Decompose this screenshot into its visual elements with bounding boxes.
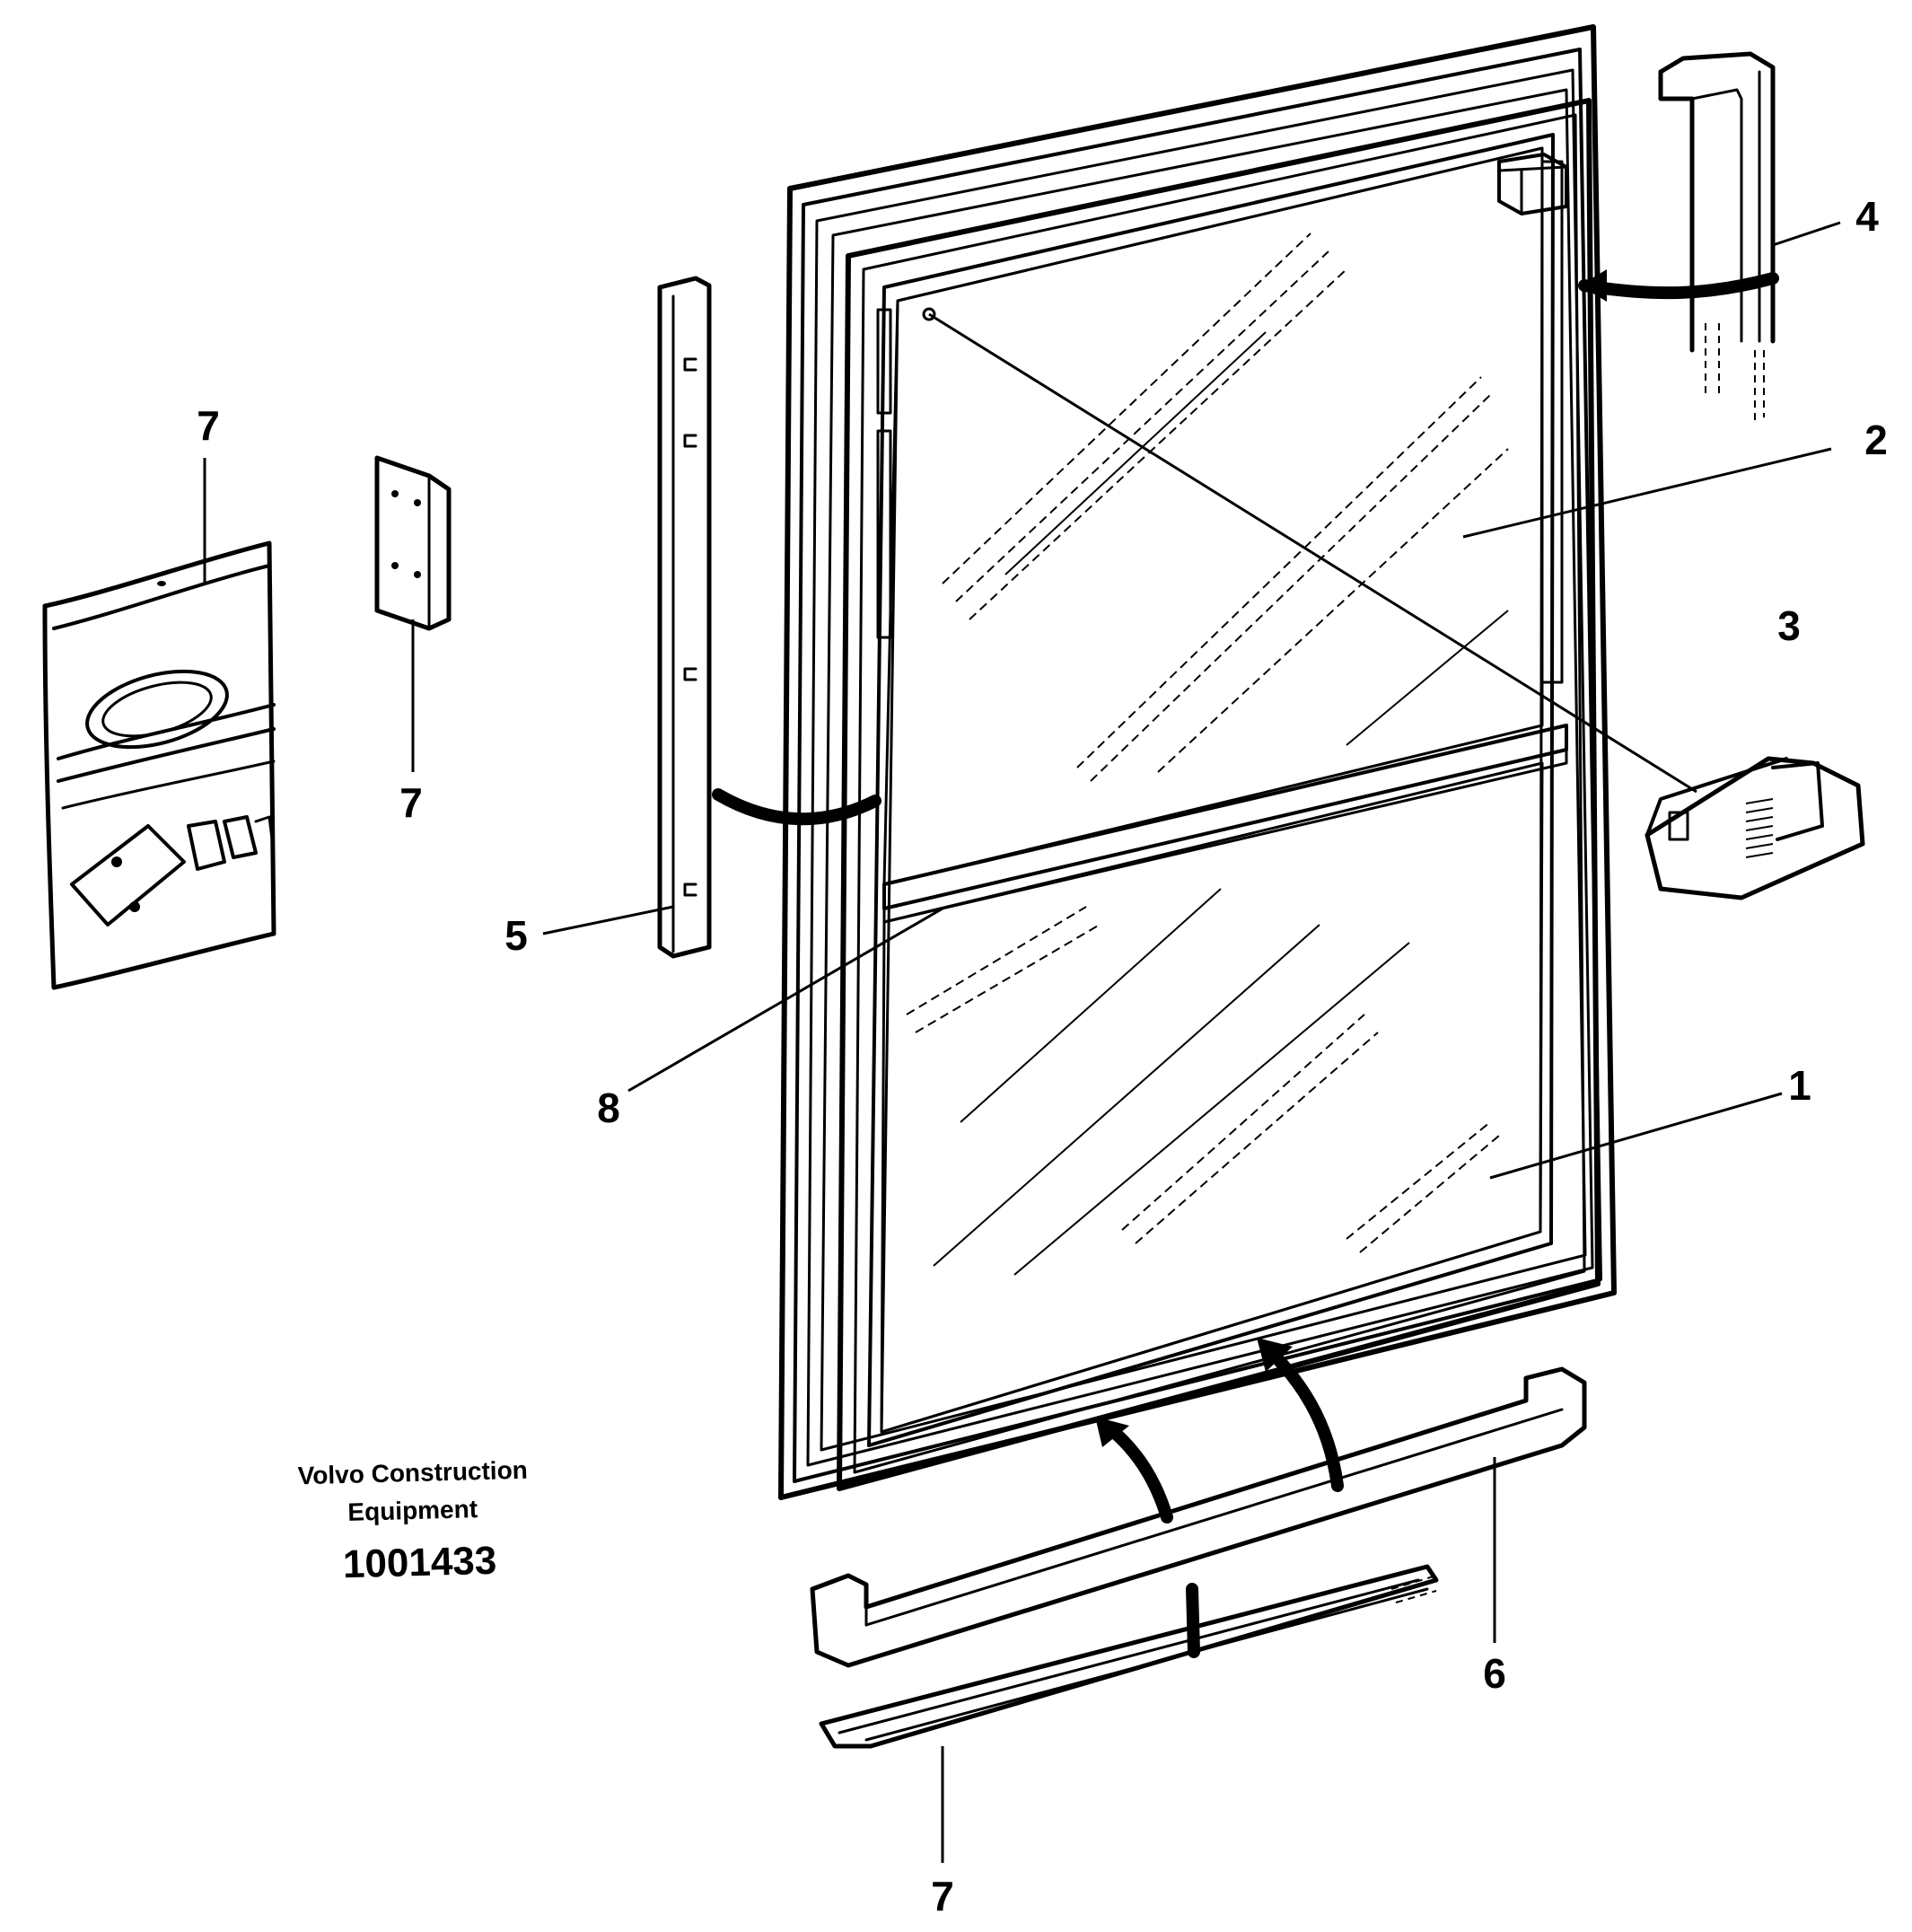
part-4-corner-profile [1658,51,1776,422]
callout-4: 4 [1855,193,1879,240]
upper-glass-pane [876,146,1564,886]
assembly-arrows [712,269,1779,1658]
figure-caption: Volvo Construction Equipment 1001433 [297,1456,528,1587]
leader-lines [203,221,1841,1863]
caption-line-2: Equipment [347,1495,478,1526]
callout-8: 8 [597,1085,620,1131]
callout-3: 3 [1777,602,1801,649]
callout-6: 6 [1483,1650,1506,1697]
part-7-bottom-strip [819,1564,1439,1749]
outer-window-frame [778,24,1617,1500]
callout-1: 1 [1788,1062,1811,1109]
caption-line-1: Volvo Construction [297,1456,528,1490]
lower-glass-pane [880,761,1544,1434]
callout-labels: 1 2 3 4 5 6 7 7 7 8 [197,193,1888,1919]
part-5-side-strip [657,276,712,959]
caption-number: 1001433 [342,1539,497,1586]
part-7-mounting-plate [374,455,452,631]
callout-7-bag: 7 [197,402,220,449]
top-latch-block [1497,153,1568,215]
middle-rail [882,724,1568,924]
callout-5: 5 [504,912,528,959]
part-3-latch [1644,756,1865,900]
callout-7-strip: 7 [931,1873,954,1919]
part-7-hardware-bag [42,540,276,990]
callout-7-plate: 7 [399,779,423,826]
part-6-lower-channel [810,1366,1587,1668]
callout-2: 2 [1864,417,1888,463]
